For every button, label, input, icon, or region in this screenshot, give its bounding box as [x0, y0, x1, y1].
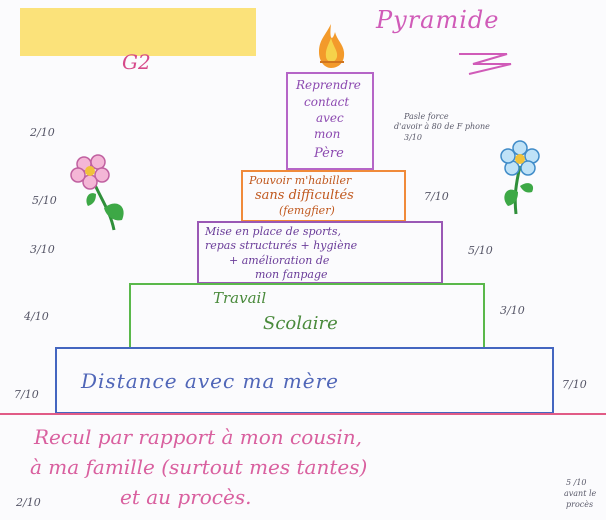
top-right-note-3: 3/10	[404, 133, 422, 142]
left-score-5: 7/10	[14, 388, 39, 401]
top-right-note-1: Pasle force	[404, 112, 449, 121]
level1-line3: avec	[316, 111, 344, 125]
level3-line1: Mise en place de sports,	[205, 225, 341, 238]
level4-line2: Scolaire	[263, 313, 338, 334]
left-score-4: 4/10	[24, 310, 49, 323]
pink-flower-icon	[70, 154, 124, 231]
level6-line3: et au procès.	[120, 485, 252, 509]
pyramid-level-1: Reprendre contact avec mon Père	[286, 72, 374, 170]
blue-flower-icon	[500, 140, 540, 215]
bottom-right-note-3: procès	[566, 500, 594, 509]
level1-line2: contact	[304, 95, 350, 109]
pyramid-level-5: Distance avec ma mère	[55, 347, 554, 414]
pyramid-level-2: Pouvoir m'habiller sans difficultés (fem…	[241, 170, 406, 222]
flame-icon	[319, 24, 345, 68]
bottom-right-note-2: avant le	[564, 489, 597, 498]
level5-line1: Distance avec ma mère	[81, 369, 339, 393]
level2-line2: sans difficultés	[255, 188, 354, 203]
level2-line1: Pouvoir m'habiller	[249, 174, 352, 187]
level3-line2: repas structurés + hygiène	[205, 239, 358, 252]
level1-line5: Père	[314, 146, 344, 161]
level1-line1: Reprendre	[296, 78, 361, 92]
right-score-4: 7/10	[562, 378, 587, 391]
right-score-3: 3/10	[500, 304, 525, 317]
squiggle-icon	[459, 53, 512, 75]
sticky-note	[20, 8, 256, 56]
pyramid-level-3: Mise en place de sports, repas structuré…	[197, 221, 443, 284]
level6-line2: à ma famille (surtout mes tantes)	[30, 455, 368, 479]
level4-line1: Travail	[213, 289, 267, 307]
left-score-6: 2/10	[16, 496, 41, 509]
level2-line3: (femgfier)	[279, 204, 335, 217]
left-score-2: 5/10	[32, 194, 57, 207]
right-score-1: 7/10	[424, 190, 449, 203]
page-title: Pyramide	[376, 6, 500, 34]
top-right-note-2: d'avoir à 80 de F phone	[394, 122, 490, 131]
left-score-1: 2/10	[30, 126, 55, 139]
pyramid-level-4: Travail Scolaire	[129, 283, 485, 349]
level6-line1: Recul par rapport à mon cousin,	[34, 425, 363, 449]
level1-line4: mon	[314, 127, 341, 141]
left-score-3: 3/10	[30, 243, 55, 256]
bottom-right-note-1: 5 /10	[566, 478, 587, 487]
group-label: G2	[122, 50, 151, 74]
level3-line3: + amélioration de	[229, 254, 330, 267]
pyramid-level-6: Recul par rapport à mon cousin, à ma fam…	[0, 413, 606, 520]
level3-line4: mon fanpage	[255, 268, 328, 281]
right-score-2: 5/10	[468, 244, 493, 257]
